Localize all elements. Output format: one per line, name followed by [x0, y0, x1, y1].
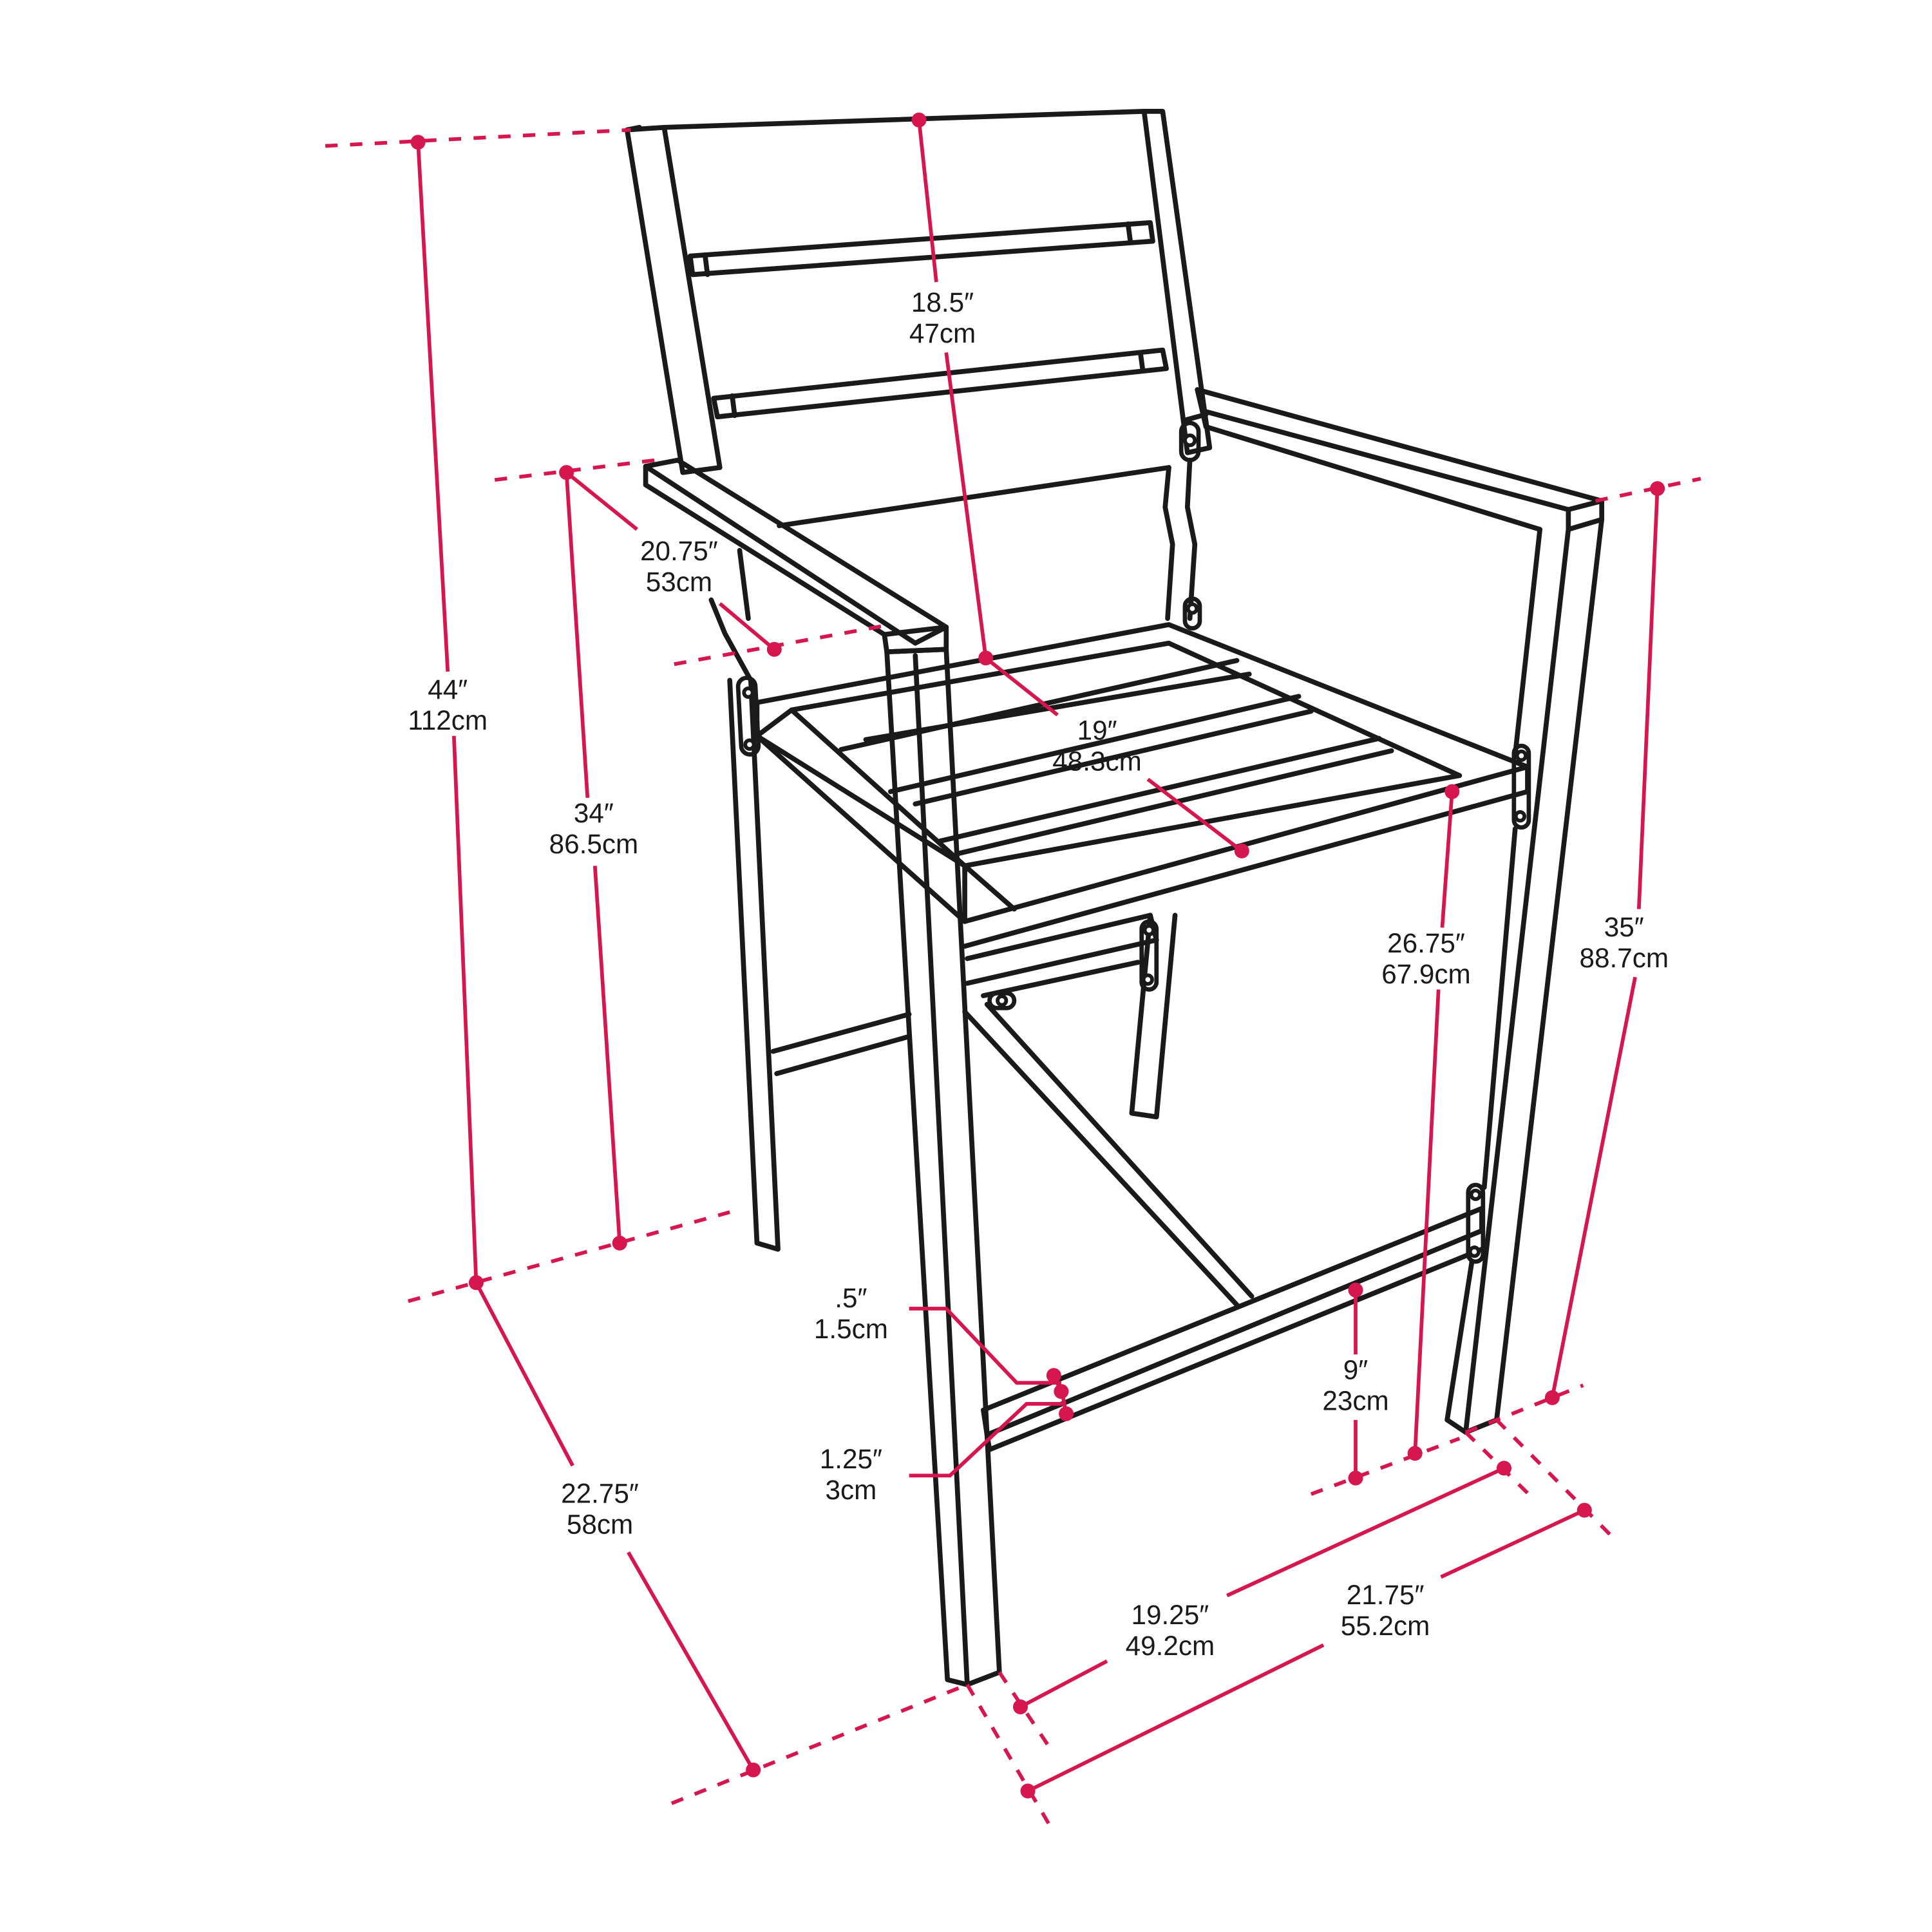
dimension-labels: 44″ 112cm 34″ 86.5cm 20.75″ 53cm 18.5″ 4…	[408, 287, 1669, 1661]
overall-width-cm: 55.2cm	[1341, 1611, 1430, 1641]
backrest-slat-top	[687, 220, 1155, 278]
dimension-lines	[325, 119, 1701, 1830]
brackets	[735, 421, 1531, 1264]
arm-depth-cm: 53cm	[646, 567, 712, 597]
inner-width-in: 19.25″	[1132, 1600, 1209, 1630]
back-leg-height-in: 35″	[1604, 912, 1644, 942]
right-armrest-top	[1195, 387, 1605, 513]
overall-depth-cm: 58cm	[567, 1510, 633, 1540]
footrest-bar	[981, 1206, 1484, 1437]
arm-height-cm: 86.5cm	[549, 829, 639, 859]
left-front-leg	[884, 647, 1002, 1687]
left-armrest	[643, 457, 1002, 1687]
arm-height-in: 34″	[574, 798, 614, 828]
overall-height-cm: 112cm	[408, 705, 488, 735]
backrest	[624, 109, 1213, 621]
seat-height-in: 26.75″	[1387, 928, 1465, 958]
footrest-height-in: 9″	[1343, 1354, 1368, 1385]
chair-drawing	[624, 109, 1605, 1687]
footrest-thickness-in: .5″	[835, 1283, 867, 1313]
right-rear-leg	[1463, 516, 1605, 1435]
seat-width-in: 19″	[1077, 715, 1117, 746]
back-width-cm: 47cm	[909, 318, 976, 348]
overall-height-in: 44″	[428, 674, 468, 705]
back-leg-height-cm: 88.7cm	[1579, 943, 1669, 973]
seat-front-rail	[754, 707, 967, 924]
overall-depth-in: 22.75″	[561, 1479, 639, 1509]
overall-height-line-top	[416, 142, 450, 672]
footrest-thickness-cm: 1.5cm	[814, 1314, 888, 1344]
footrest-height-cm: 23cm	[1322, 1386, 1388, 1416]
back-width-in: 18.5″	[911, 287, 974, 317]
inner-width-cm: 49.2cm	[1126, 1631, 1215, 1661]
footrest-depth-cm: 3cm	[825, 1475, 876, 1505]
backrest-left-post	[624, 124, 723, 475]
right-armrest	[1195, 387, 1605, 1435]
seat-width-cm: 48.3cm	[1052, 746, 1142, 777]
seat-height-cm: 67.9cm	[1381, 959, 1471, 989]
arm-depth-in: 20.75″	[640, 536, 718, 566]
overall-width-in: 21.75″	[1347, 1580, 1425, 1610]
overall-height-line-bottom	[451, 735, 478, 1283]
backrest-slat-middle	[711, 347, 1169, 420]
backrest-right-post	[1141, 109, 1213, 455]
dimension-endpoints	[410, 112, 1665, 1799]
footrest-depth-in: 1.25″	[820, 1444, 882, 1474]
